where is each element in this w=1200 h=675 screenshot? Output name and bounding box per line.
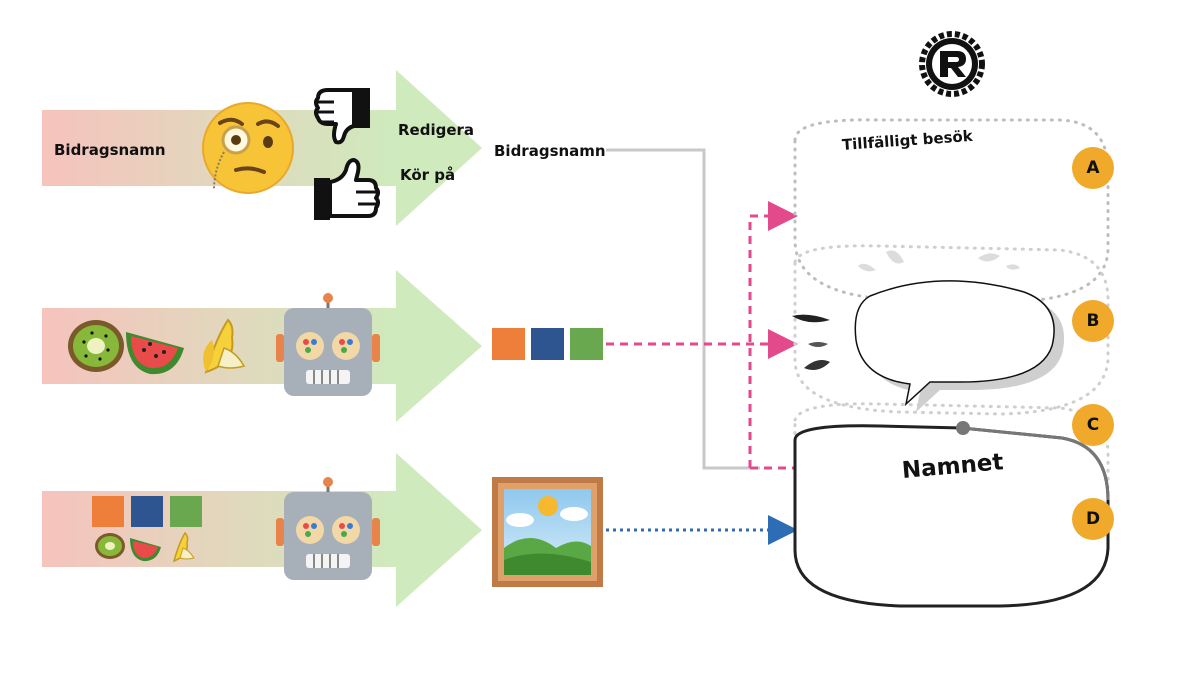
framed-picture-icon [492,477,603,587]
speech-bubble-icon [854,280,1065,412]
badge-d: D [1072,498,1114,540]
robot-icon [276,293,380,396]
choice-run-label: Kör på [400,166,456,184]
badge-b: B [1072,300,1114,342]
rust-logo-icon [919,31,985,97]
swatch-orange [492,328,525,360]
banana-icon [172,531,195,563]
choice-edit-label: Redigera [398,121,475,139]
monocle-face-icon [202,102,294,194]
swatch-blue [531,328,564,360]
robot-icon [276,477,380,580]
row1-output-label: Bidragsnamn [494,142,606,160]
row1-input-label: Bidragsnamn [54,141,166,159]
row3-arrow [42,453,482,607]
swatch-orange-small [92,496,124,527]
gray-connector [606,148,760,470]
card-a [793,118,1110,304]
thumbs-down-icon [314,88,370,145]
pink-connector-a [748,201,798,468]
thumbs-up-icon [314,158,380,220]
badge-a: A [1072,147,1114,189]
watermelon-icon [126,332,184,375]
card-b-decorations [792,250,1020,370]
card-b [793,244,1110,416]
card-d [793,421,1110,608]
watermelon-icon [130,538,161,562]
kiwi-icon [68,320,124,372]
swatch-green [570,328,603,360]
swatch-green-small [170,496,202,527]
kiwi-icon [95,533,125,559]
badge-c: C [1072,404,1114,446]
swatch-blue-small [131,496,163,527]
banana-icon [203,318,246,374]
